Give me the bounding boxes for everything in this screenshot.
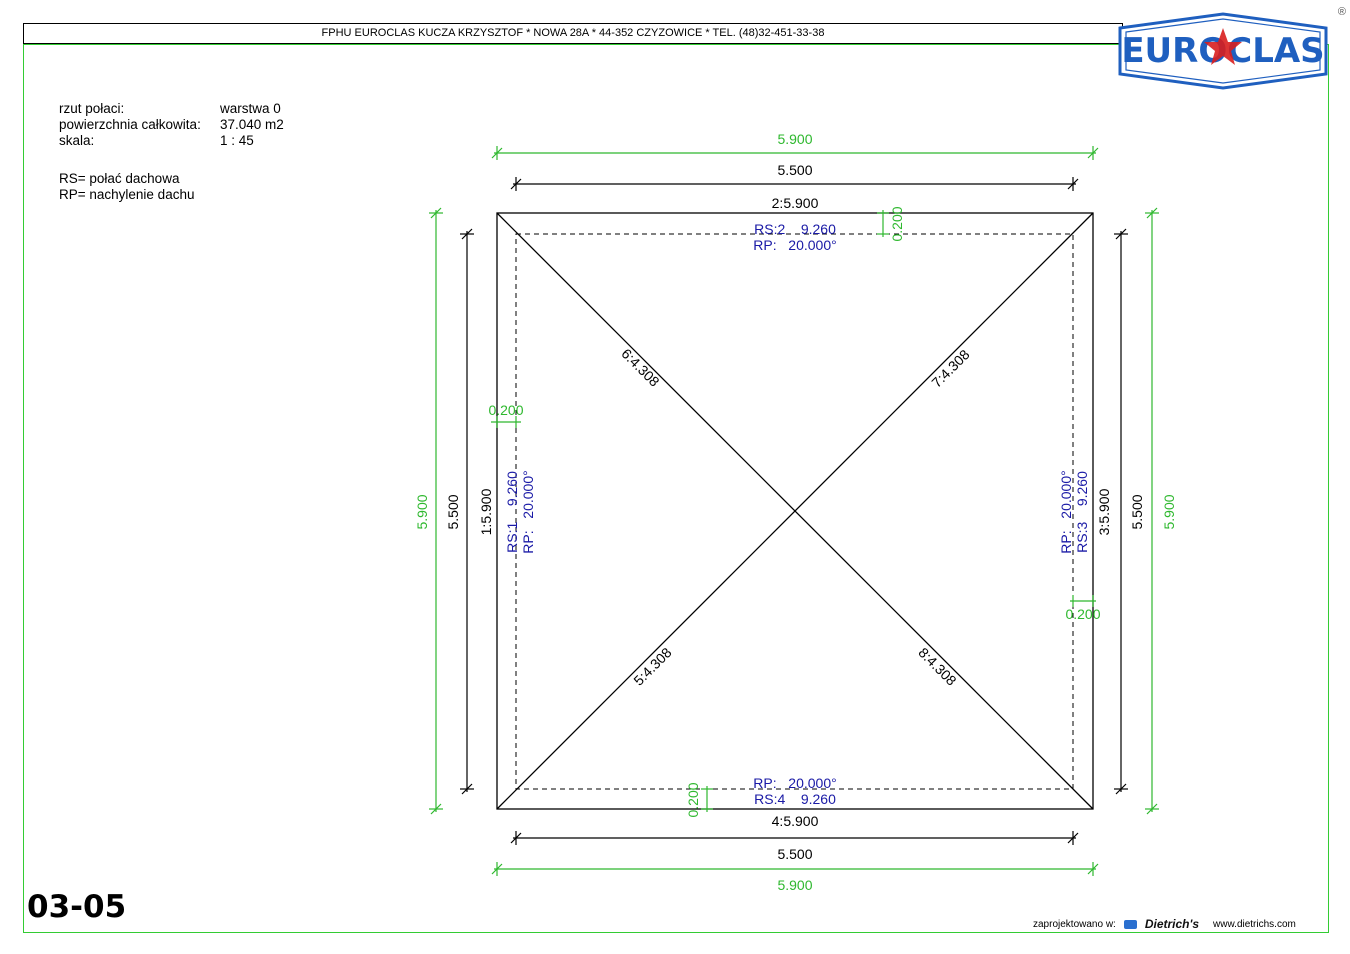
- dim-right-inner: 5.500: [1129, 494, 1145, 529]
- dim-right-outer: 5.900: [1161, 494, 1177, 529]
- dim-left-inner: 5.500: [445, 494, 461, 529]
- roof-outline: [496, 212, 1094, 810]
- info-block: rzut połaci: warstwa 0 powierzchnia całko…: [59, 101, 284, 149]
- hip-label-7: 7:4.308: [928, 346, 972, 390]
- overhang-top: 0.200: [889, 206, 905, 241]
- plane-2-pitch: RP: 20.000°: [753, 237, 836, 253]
- dim-top-inner: 5.500: [777, 162, 812, 178]
- plane-3-area: RS:3 9.260: [1074, 471, 1090, 553]
- legend-rs: RS= połać dachowa: [59, 171, 180, 186]
- overhang-bottom: 0.200: [685, 782, 701, 817]
- dim-bottom-inner: 5.500: [777, 846, 812, 862]
- legend-rp: RP= nachylenie dachu: [59, 187, 195, 202]
- sheet-code: 03-05: [27, 889, 127, 925]
- legend-block: RS= połać dachowa RP= nachylenie dachu: [59, 171, 194, 203]
- wall-outline-dashed: [515, 233, 1074, 790]
- plane-2-area: RS:2 9.260: [754, 221, 836, 237]
- drawing-frame: [23, 44, 1329, 933]
- overhang-right: 0.200: [1065, 606, 1100, 622]
- hip-label-6: 6:4.308: [618, 345, 662, 389]
- edge-label-bottom: 4:5.900: [772, 813, 819, 829]
- registered-mark: ®: [1337, 6, 1346, 18]
- plane-1-area: RS:1 9.260: [504, 471, 520, 553]
- hip-line-b: [496, 212, 1094, 810]
- plane-3-pitch: RP: 20.000°: [1058, 470, 1074, 553]
- footer: zaprojektowano w: Dietrich's www.dietric…: [1033, 917, 1296, 931]
- footer-brand: Dietrich's: [1144, 917, 1200, 931]
- title-block-divider: [23, 43, 1123, 44]
- plane-1-pitch: RP: 20.000°: [520, 470, 536, 553]
- edge-label-top: 2:5.900: [772, 195, 819, 211]
- footer-designed-in: zaprojektowano w:: [1033, 918, 1116, 930]
- info-label-area: powierzchnia całkowita:: [59, 117, 201, 132]
- euroclas-logo: EUROCLAS: [1118, 12, 1328, 90]
- hip-label-8: 8:4.308: [915, 644, 959, 688]
- info-label-view: rzut połaci:: [59, 101, 125, 116]
- dim-bottom-outer: 5.900: [777, 877, 812, 893]
- plane-4-area: RS:4 9.260: [754, 791, 836, 807]
- edge-label-left: 1:5.900: [478, 488, 494, 535]
- dim-left-outer: 5.900: [414, 494, 430, 529]
- dim-top-outer: 5.900: [777, 131, 812, 147]
- dietrichs-icon: [1123, 919, 1137, 929]
- overhang-left: 0.200: [488, 402, 523, 418]
- info-label-scale: skala:: [59, 133, 95, 148]
- company-header: FPHU EUROCLAS KUCZA KRZYSZTOF * NOWA 28A…: [321, 27, 825, 39]
- info-value-scale: 1 : 45: [220, 133, 254, 148]
- hip-label-5: 5:4.308: [630, 644, 674, 688]
- info-value-area: 37.040 m2: [220, 117, 284, 132]
- footer-url[interactable]: www.dietrichs.com: [1213, 918, 1296, 930]
- edge-label-right: 3:5.900: [1096, 488, 1112, 535]
- info-value-view: warstwa 0: [220, 101, 281, 116]
- plane-4-pitch: RP: 20.000°: [753, 775, 836, 791]
